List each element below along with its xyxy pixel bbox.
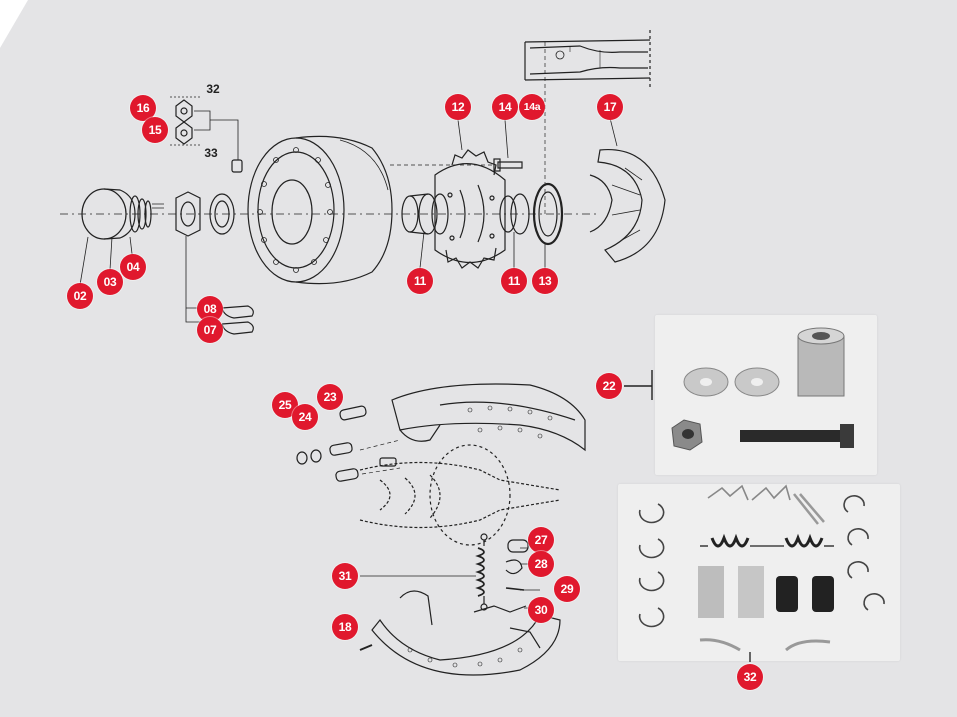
callout-14: 14 [492,94,518,120]
bushing-icon [698,566,764,618]
callout-07: 07 [197,317,223,343]
wheel-nut-15 [175,121,193,145]
bearing-11-right [499,193,530,235]
dust-shield [589,149,666,263]
wheel-nut-16 [175,99,193,123]
callout-11-left: 11 [407,268,433,294]
washer-icon [734,367,780,397]
callout-30: 30 [528,597,554,623]
callout-22: 22 [596,373,622,399]
brake-drum [247,135,393,285]
callout-14a: 14a [519,94,545,120]
spring-icon [700,533,834,548]
ref-label-33: 33 [204,146,218,160]
circlip-icon [847,528,869,546]
washer-icon [683,367,729,397]
circlip-icon [638,538,665,559]
bearing-11-left [401,193,449,235]
callout-29: 29 [554,576,580,602]
bushing-icon [797,327,845,397]
pin-icon [793,493,825,525]
callout-12: 12 [445,94,471,120]
roller-lower [335,468,359,482]
rubber-bushing-icon [776,576,834,612]
clip-icon [707,484,791,501]
oil-seal [532,182,564,246]
circlip-icon [843,495,865,513]
pointer-08 [221,305,254,319]
callout-17: 17 [597,94,623,120]
roller-23 [329,442,353,456]
repair-kit-items [638,484,885,662]
shoe-pin [339,405,367,421]
callout-23: 23 [317,384,343,410]
pointer-07 [221,321,254,335]
hardware-items [671,327,854,451]
callout-11-right: 11 [501,268,527,294]
callout-18: 18 [332,614,358,640]
circlip-icon [638,607,665,628]
callout-27: 27 [528,527,554,553]
return-spring [475,533,488,611]
callout-03: 03 [97,269,123,295]
circlip-icon [638,503,665,524]
pin-icon [699,638,831,652]
bushing-27 [507,539,529,553]
long-bolt-icon [740,424,854,448]
outer-seal [209,193,235,235]
circlip-icon [638,571,665,592]
circlip-icon [847,561,869,579]
lock-nut-icon [671,419,703,451]
callout-28: 28 [528,551,554,577]
axle-nut [175,191,201,237]
bolt-small [379,457,397,467]
brake-shoe-lower [359,590,561,676]
axle-tube [524,30,651,215]
clip-28 [505,559,523,575]
wheel-hub [434,149,506,269]
o-ring-04 [144,200,152,228]
callout-15: 15 [142,117,168,143]
ref-label-32: 32 [206,82,220,96]
wheel-bolt-small [231,159,243,173]
circlip-icon [863,593,885,611]
spring-30 [473,605,527,613]
callout-16: 16 [130,95,156,121]
callout-04: 04 [120,254,146,280]
callout-02: 02 [67,283,93,309]
camshaft [359,444,561,546]
callout-31: 31 [332,563,358,589]
callout-13: 13 [532,268,558,294]
washers-24-25 [296,449,322,465]
brake-shoe-upper [391,383,586,452]
wheel-stud [493,158,523,172]
corner-triangle [0,0,28,48]
hub-cap [81,188,147,240]
callout-32: 32 [737,664,763,690]
callout-24: 24 [292,404,318,430]
